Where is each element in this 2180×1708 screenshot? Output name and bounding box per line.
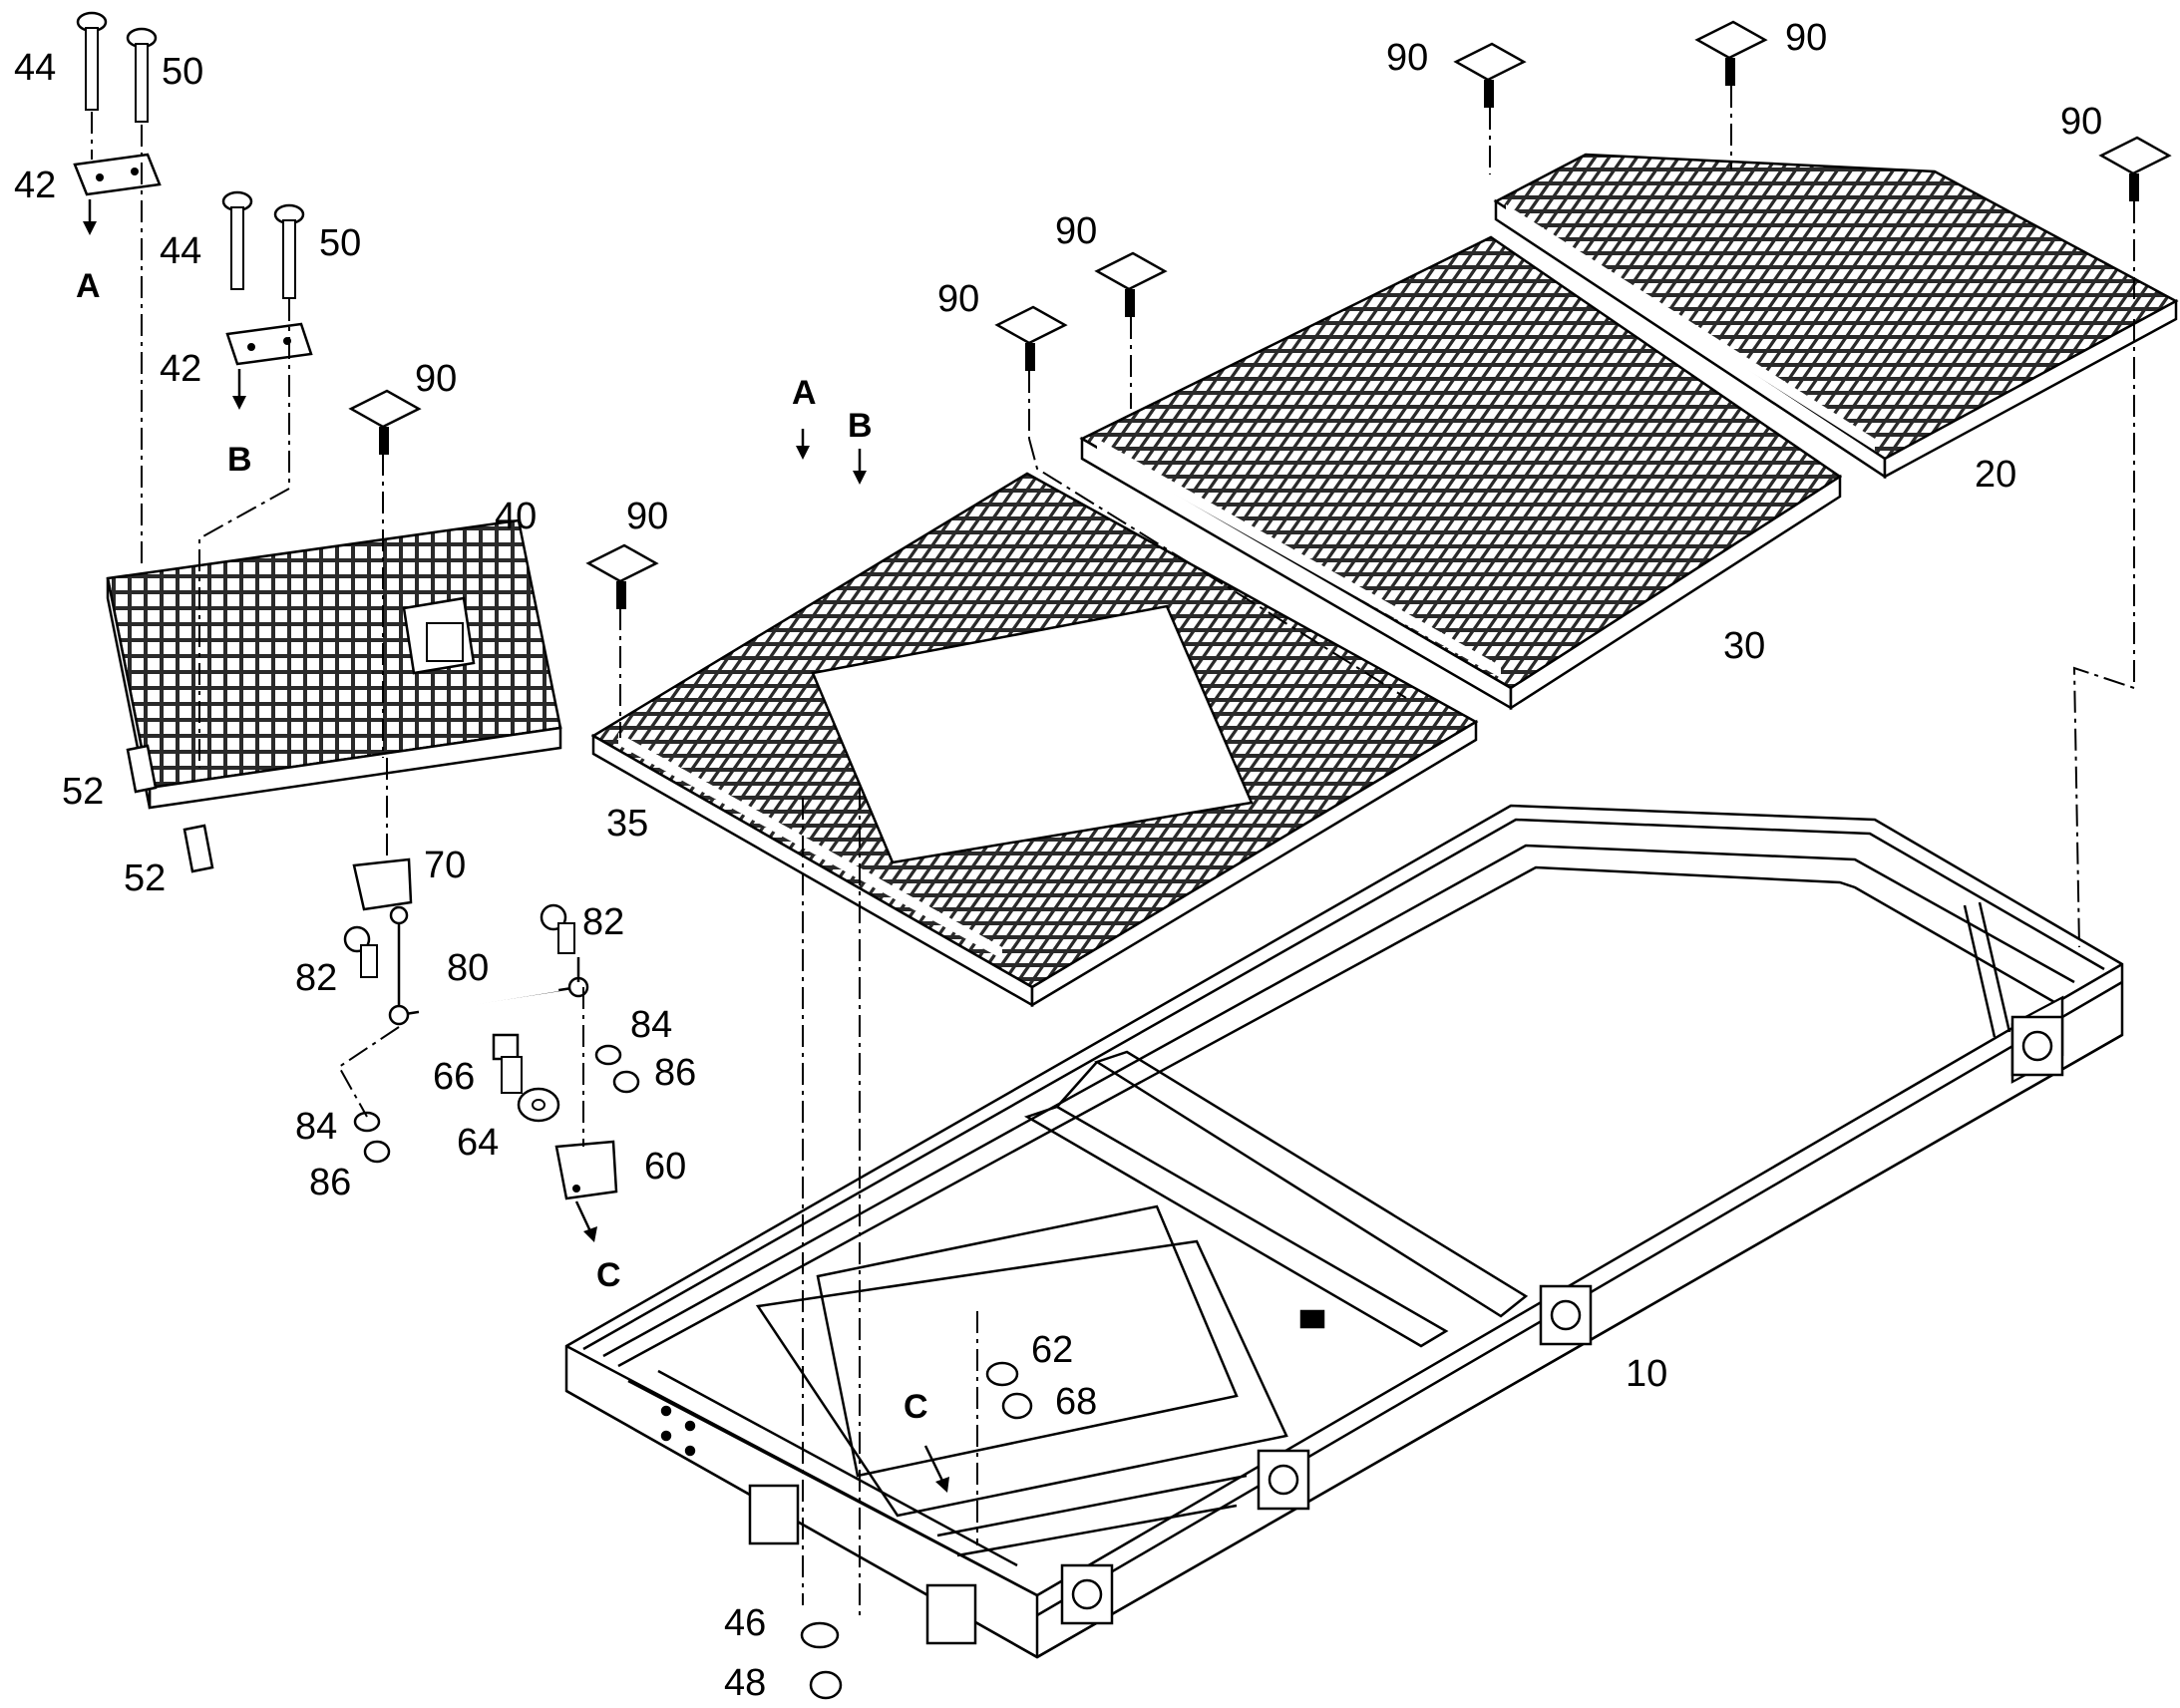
label-86-a: 86 — [654, 1052, 696, 1094]
arrows — [83, 199, 949, 1493]
label-40: 40 — [495, 496, 537, 537]
label-52-b: 52 — [124, 857, 166, 899]
label-68: 68 — [1055, 1381, 1097, 1423]
label-60: 60 — [644, 1146, 686, 1188]
grating-panel-35 — [590, 472, 1479, 1008]
center-lines — [91, 86, 2135, 1615]
grating-panel-30 — [1079, 235, 1843, 711]
label-86-b: 86 — [309, 1162, 351, 1203]
screw-50-b — [273, 203, 305, 299]
bolt-82-b — [540, 903, 575, 954]
callout-labels: 44 50 42 A 44 50 42 B 90 40 52 52 70 82 … — [14, 17, 2102, 1704]
bracket-70 — [352, 857, 413, 925]
washer-84-a — [594, 1044, 622, 1066]
label-c-1: C — [596, 1256, 621, 1294]
grating-panel-20 — [1493, 153, 2179, 480]
frame-10 — [564, 804, 2124, 1659]
label-90-panel-20-c: 90 — [2060, 101, 2102, 143]
label-46: 46 — [724, 1602, 766, 1644]
clip-90-panel-20-c — [2098, 136, 2172, 201]
label-90-panel-30-b: 90 — [1055, 210, 1097, 252]
clip-90-panel-20-b — [1694, 20, 1768, 86]
label-20: 20 — [1975, 454, 2016, 496]
label-90-panel-20-a: 90 — [1386, 37, 1428, 79]
label-10: 10 — [1626, 1353, 1667, 1395]
nut-86-b — [363, 1140, 391, 1164]
clip-90-panel-40 — [348, 389, 422, 455]
label-42-b: 42 — [160, 348, 201, 390]
bolt-44-a — [76, 11, 108, 111]
label-42-a: 42 — [14, 165, 56, 206]
bolt-66 — [492, 1033, 523, 1094]
nut-68 — [1001, 1392, 1033, 1420]
label-a-2: A — [792, 374, 817, 412]
label-82-b: 82 — [582, 901, 624, 943]
washer-84-b — [353, 1111, 381, 1133]
bracket-60 — [554, 1140, 618, 1200]
screw-50-a — [126, 27, 158, 123]
label-62: 62 — [1031, 1329, 1073, 1371]
clip-90-panel-20-a — [1453, 42, 1527, 108]
clip-90-panel-30-a — [994, 305, 1068, 371]
label-90-panel-30-a: 90 — [937, 278, 979, 320]
washer-46 — [800, 1621, 840, 1649]
label-50-a: 50 — [162, 51, 203, 93]
label-b-1: B — [227, 441, 252, 479]
clip-90-panel-30-b — [1094, 251, 1168, 317]
label-84-a: 84 — [630, 1004, 672, 1046]
label-a-1: A — [76, 267, 101, 305]
label-35: 35 — [606, 803, 648, 845]
washer-62 — [985, 1361, 1019, 1387]
clip-90-panel-35 — [585, 543, 659, 609]
label-90-panel-35: 90 — [626, 496, 668, 537]
label-70: 70 — [424, 845, 466, 886]
label-66: 66 — [433, 1056, 475, 1098]
label-50-b: 50 — [319, 222, 361, 264]
label-b-2: B — [848, 407, 873, 445]
label-30: 30 — [1723, 625, 1765, 667]
hinge-42-b — [225, 322, 313, 366]
label-44-a: 44 — [14, 47, 56, 89]
label-80: 80 — [447, 947, 489, 989]
block-52-a — [126, 744, 158, 794]
label-84-b: 84 — [295, 1106, 337, 1148]
hinge-42-a — [73, 153, 162, 196]
nut-48 — [809, 1670, 843, 1700]
label-52-a: 52 — [62, 771, 104, 813]
label-44-b: 44 — [160, 230, 201, 272]
grating-panel-40 — [106, 518, 562, 810]
bolt-44-b — [221, 190, 253, 290]
label-64: 64 — [457, 1122, 499, 1164]
block-52-b — [182, 824, 214, 873]
label-c-2: C — [904, 1388, 928, 1426]
label-90-panel-40: 90 — [415, 358, 457, 400]
label-48: 48 — [724, 1662, 766, 1704]
label-90-panel-20-b: 90 — [1785, 17, 1827, 59]
nut-86-a — [612, 1070, 640, 1094]
washer-64 — [517, 1087, 560, 1123]
bolt-82-a — [343, 925, 378, 978]
label-82-a: 82 — [295, 957, 337, 999]
